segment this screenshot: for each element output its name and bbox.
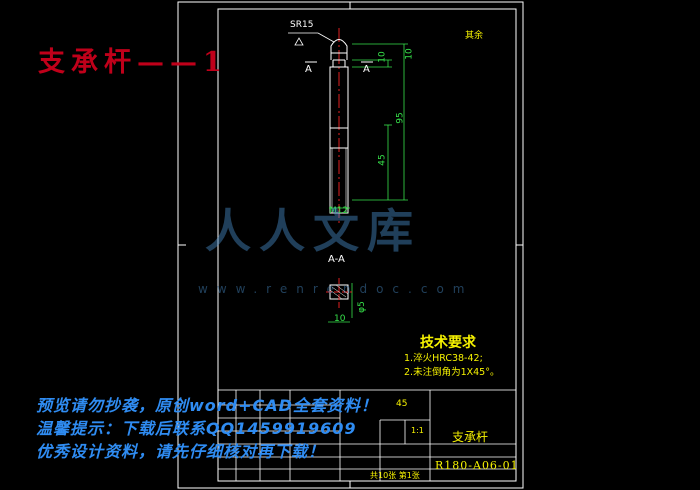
dim-95: 95 (395, 112, 406, 124)
sr15-label: SR15 (290, 20, 314, 30)
dimension-lines (328, 43, 408, 323)
dim-10-b: 10 (377, 51, 388, 63)
promo-line-2: 温馨提示：下载后联系QQ1459919609 (36, 419, 357, 438)
section-label: A-A (328, 254, 345, 265)
tech-requirement-item: 2.未注倒角为1X45°。 (404, 367, 500, 378)
title-block-sheets: 共10张 第1张 (370, 471, 420, 480)
tech-requirements-title: 技术要求 (420, 335, 476, 351)
title-block-scale: 1:1 (411, 426, 424, 435)
roughness-note: 其余 (465, 31, 484, 41)
watermark-url: www.renrendoc.com (198, 282, 474, 296)
title-block-drawing-code: R180-A06-01 (435, 459, 519, 472)
promo-line-3: 优秀设计资料，请先仔细核对再下载！ (36, 442, 326, 461)
title-block-part-name: 支承杆 (452, 430, 489, 444)
drawing-title: 支承杆——1 (38, 47, 228, 78)
promo-line-1: 预览请勿抄袭，原创word+CAD全套资料！ (36, 396, 378, 415)
dim-phi5: φ5 (356, 301, 367, 313)
section-mark-left: A (305, 64, 312, 75)
title-block-grid (217, 389, 517, 482)
tech-requirement-item: 1.淬火HRC38-42; (404, 353, 483, 364)
sr15-leader (288, 32, 335, 46)
section-view (326, 278, 352, 308)
watermark-text: 人人文库 (205, 204, 421, 258)
dim-10-top: 10 (404, 48, 415, 60)
dim-m12: M12 (329, 206, 349, 216)
section-mark-right: A (363, 64, 370, 75)
thread-lines (331, 148, 347, 213)
dim-45: 45 (377, 154, 388, 166)
dim-10-bottom: 10 (334, 314, 346, 324)
part-body (329, 39, 349, 214)
title-block-material: 45 (396, 399, 408, 409)
